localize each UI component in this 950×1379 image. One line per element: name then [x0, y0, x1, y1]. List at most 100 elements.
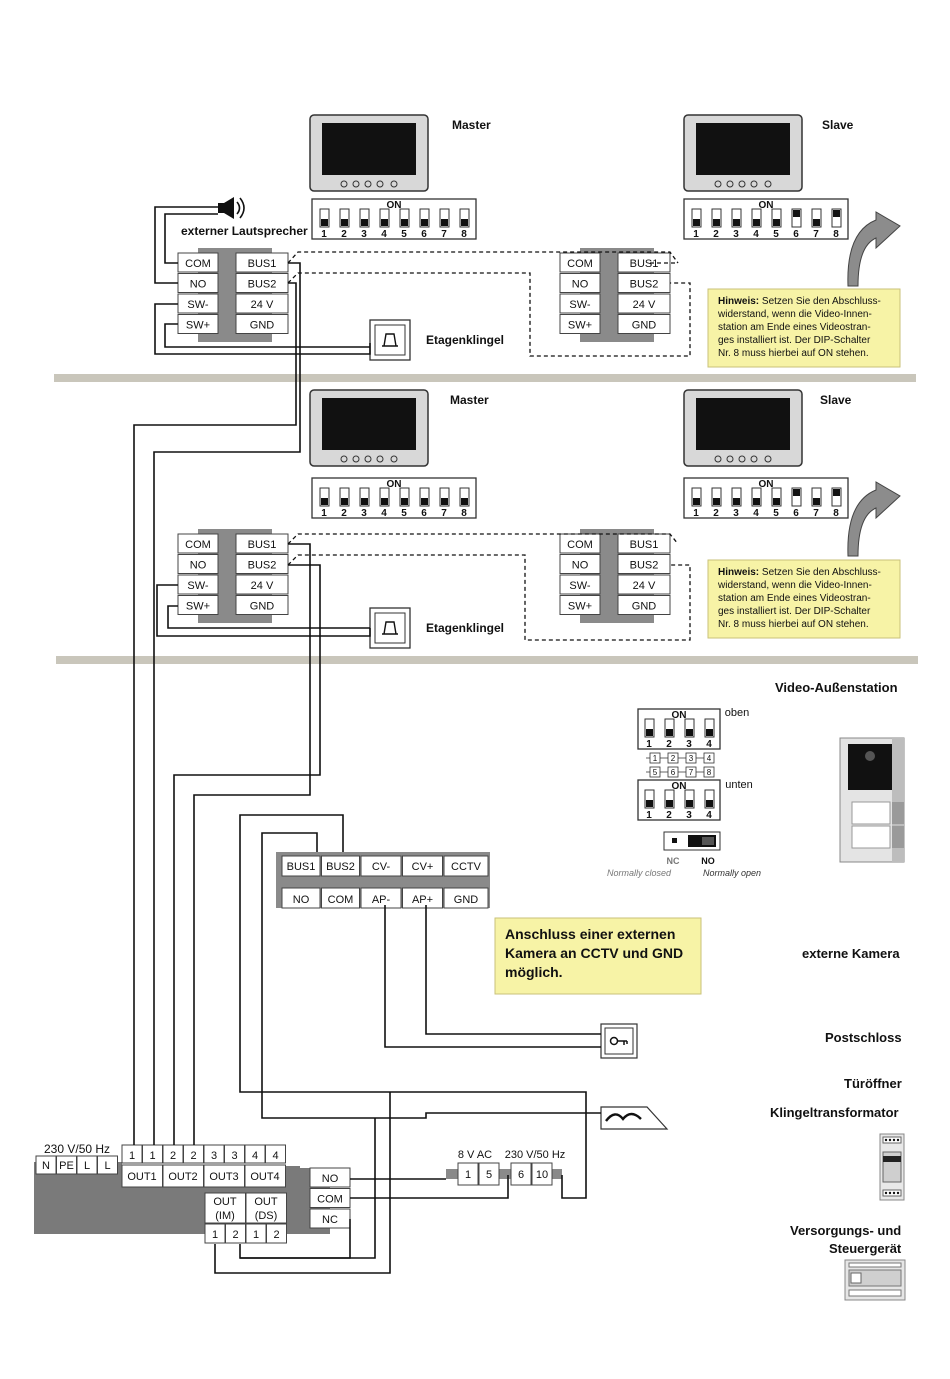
dip-knob-4	[381, 498, 388, 505]
terminal-sw: SW+	[186, 601, 210, 613]
terminal-gnd: GND	[632, 601, 657, 613]
dip-on-label: ON	[387, 479, 402, 490]
dip-knob-7	[813, 498, 820, 505]
dip-slider-1[interactable]	[691, 487, 702, 507]
im-ds-number-1: 1	[212, 1229, 218, 1241]
outdoor-station-label: Video-Außenstation	[775, 680, 898, 695]
outdoor-terminal-cctv: CCTV	[451, 861, 482, 873]
dip-slider-4[interactable]	[704, 789, 715, 809]
dip-slider-2[interactable]	[664, 718, 675, 738]
dip-knob-1	[693, 219, 700, 226]
dip-slider-4[interactable]	[751, 487, 762, 507]
terminal-bus2: BUS2	[248, 560, 277, 572]
terminal-bus1: BUS1	[630, 258, 659, 270]
dip-slider-6[interactable]	[791, 208, 802, 228]
hint-box-2: Hinweis: Setzen Sie den Abschluss- wider…	[707, 559, 901, 639]
dip-slider-1[interactable]	[319, 208, 330, 228]
dip-knob-6	[793, 489, 800, 496]
door-opener-icon	[600, 1106, 669, 1130]
hint-line-2d: ges installiert ist. Der DIP-Schalter	[718, 606, 871, 617]
terminal-sw: SW+	[186, 320, 210, 332]
dip-knob-2	[341, 219, 348, 226]
out-number-2: 2	[190, 1150, 196, 1162]
svg-text:Hinweis: Setzen Sie den Abschl: Hinweis: Setzen Sie den Abschluss-	[718, 567, 881, 578]
dip-slider-8[interactable]	[459, 208, 470, 228]
arrow-up-icon-2	[847, 481, 901, 557]
dip-slider-2[interactable]	[339, 208, 350, 228]
dip-slider-7[interactable]	[439, 208, 450, 228]
dip-slider-2[interactable]	[711, 208, 722, 228]
dip-slider-3[interactable]	[684, 789, 695, 809]
dip-slider-8[interactable]	[831, 208, 842, 228]
dip-number-7: 7	[813, 508, 819, 519]
dip-slider-3[interactable]	[359, 208, 370, 228]
dip-slider-4[interactable]	[379, 208, 390, 228]
dip-slider-5[interactable]	[771, 208, 782, 228]
dip-slider-5[interactable]	[399, 208, 410, 228]
dip-slider-3[interactable]	[731, 487, 742, 507]
dip-slider-2[interactable]	[711, 487, 722, 507]
dip-slider-1[interactable]	[644, 718, 655, 738]
terminal-com: COM	[185, 539, 211, 551]
dip-seq-7: 7	[689, 768, 694, 777]
dip-slider-4[interactable]	[704, 718, 715, 738]
dip-slider-6[interactable]	[791, 487, 802, 507]
dip-slider-3[interactable]	[731, 208, 742, 228]
terminal-com: COM	[185, 258, 211, 270]
dip-slider-7[interactable]	[439, 487, 450, 507]
dip-seq-2: 2	[671, 754, 676, 763]
hint-box-1: Hinweis: Setzen Sie den Abschluss- wider…	[707, 288, 901, 368]
dip-slider-6[interactable]	[419, 208, 430, 228]
section-separator-2	[56, 656, 918, 664]
mains-label: 230 V/50 Hz	[44, 1142, 110, 1156]
dip-slider-8[interactable]	[831, 487, 842, 507]
outdoor-terminal-gnd: GND	[454, 894, 479, 906]
out-header-line1: OUT	[254, 1196, 278, 1208]
mains-terminal-l: L	[84, 1160, 90, 1172]
dip-number-1: 1	[693, 229, 699, 240]
out-number-3: 3	[231, 1150, 237, 1162]
hint-line-2c: station am Ende eines Videostran-	[718, 593, 871, 604]
outdoor-terminal-cv+: CV+	[412, 861, 434, 873]
mail-lock-label: Postschloss	[825, 1030, 902, 1045]
nc-no-switch[interactable]	[663, 831, 721, 851]
camera-note-line-2: Kamera an CCTV und GND	[505, 945, 683, 961]
bell-transformer-label: Klingeltransformator	[770, 1105, 899, 1120]
dip-knob-5	[401, 498, 408, 505]
dip-slider-7[interactable]	[811, 208, 822, 228]
dip-slider-2[interactable]	[664, 789, 675, 809]
terminal-sw: SW-	[187, 299, 209, 311]
dip-slider-1[interactable]	[644, 789, 655, 809]
dip-slider-3[interactable]	[684, 718, 695, 738]
hint-line-2a: Setzen Sie den Abschluss-	[759, 567, 881, 578]
dip-slider-5[interactable]	[771, 487, 782, 507]
dip-knob-3	[361, 219, 368, 226]
dip-slider-5[interactable]	[399, 487, 410, 507]
slave-monitor-1	[683, 114, 803, 192]
dip-slider-4[interactable]	[751, 208, 762, 228]
dip-slider-3[interactable]	[359, 487, 370, 507]
dip-slider-2[interactable]	[339, 487, 350, 507]
outdoor-terminal-cv-: CV-	[372, 861, 391, 873]
dip-slider-4[interactable]	[379, 487, 390, 507]
door-opener-label: Türöffner	[844, 1076, 902, 1091]
dip-slider-6[interactable]	[419, 487, 430, 507]
dip-slider-7[interactable]	[811, 487, 822, 507]
dip-seq-1: 1	[653, 754, 658, 763]
out-header-line2: (DS)	[255, 1210, 278, 1222]
terminal-sw: SW-	[187, 580, 209, 592]
dip-number-3: 3	[686, 810, 692, 821]
dip-slider-1[interactable]	[319, 487, 330, 507]
dip-slider-8[interactable]	[459, 487, 470, 507]
camera-note-line-1: Anschluss einer externen	[505, 926, 675, 942]
dip-slider-1[interactable]	[691, 208, 702, 228]
dip-knob-2	[341, 498, 348, 505]
